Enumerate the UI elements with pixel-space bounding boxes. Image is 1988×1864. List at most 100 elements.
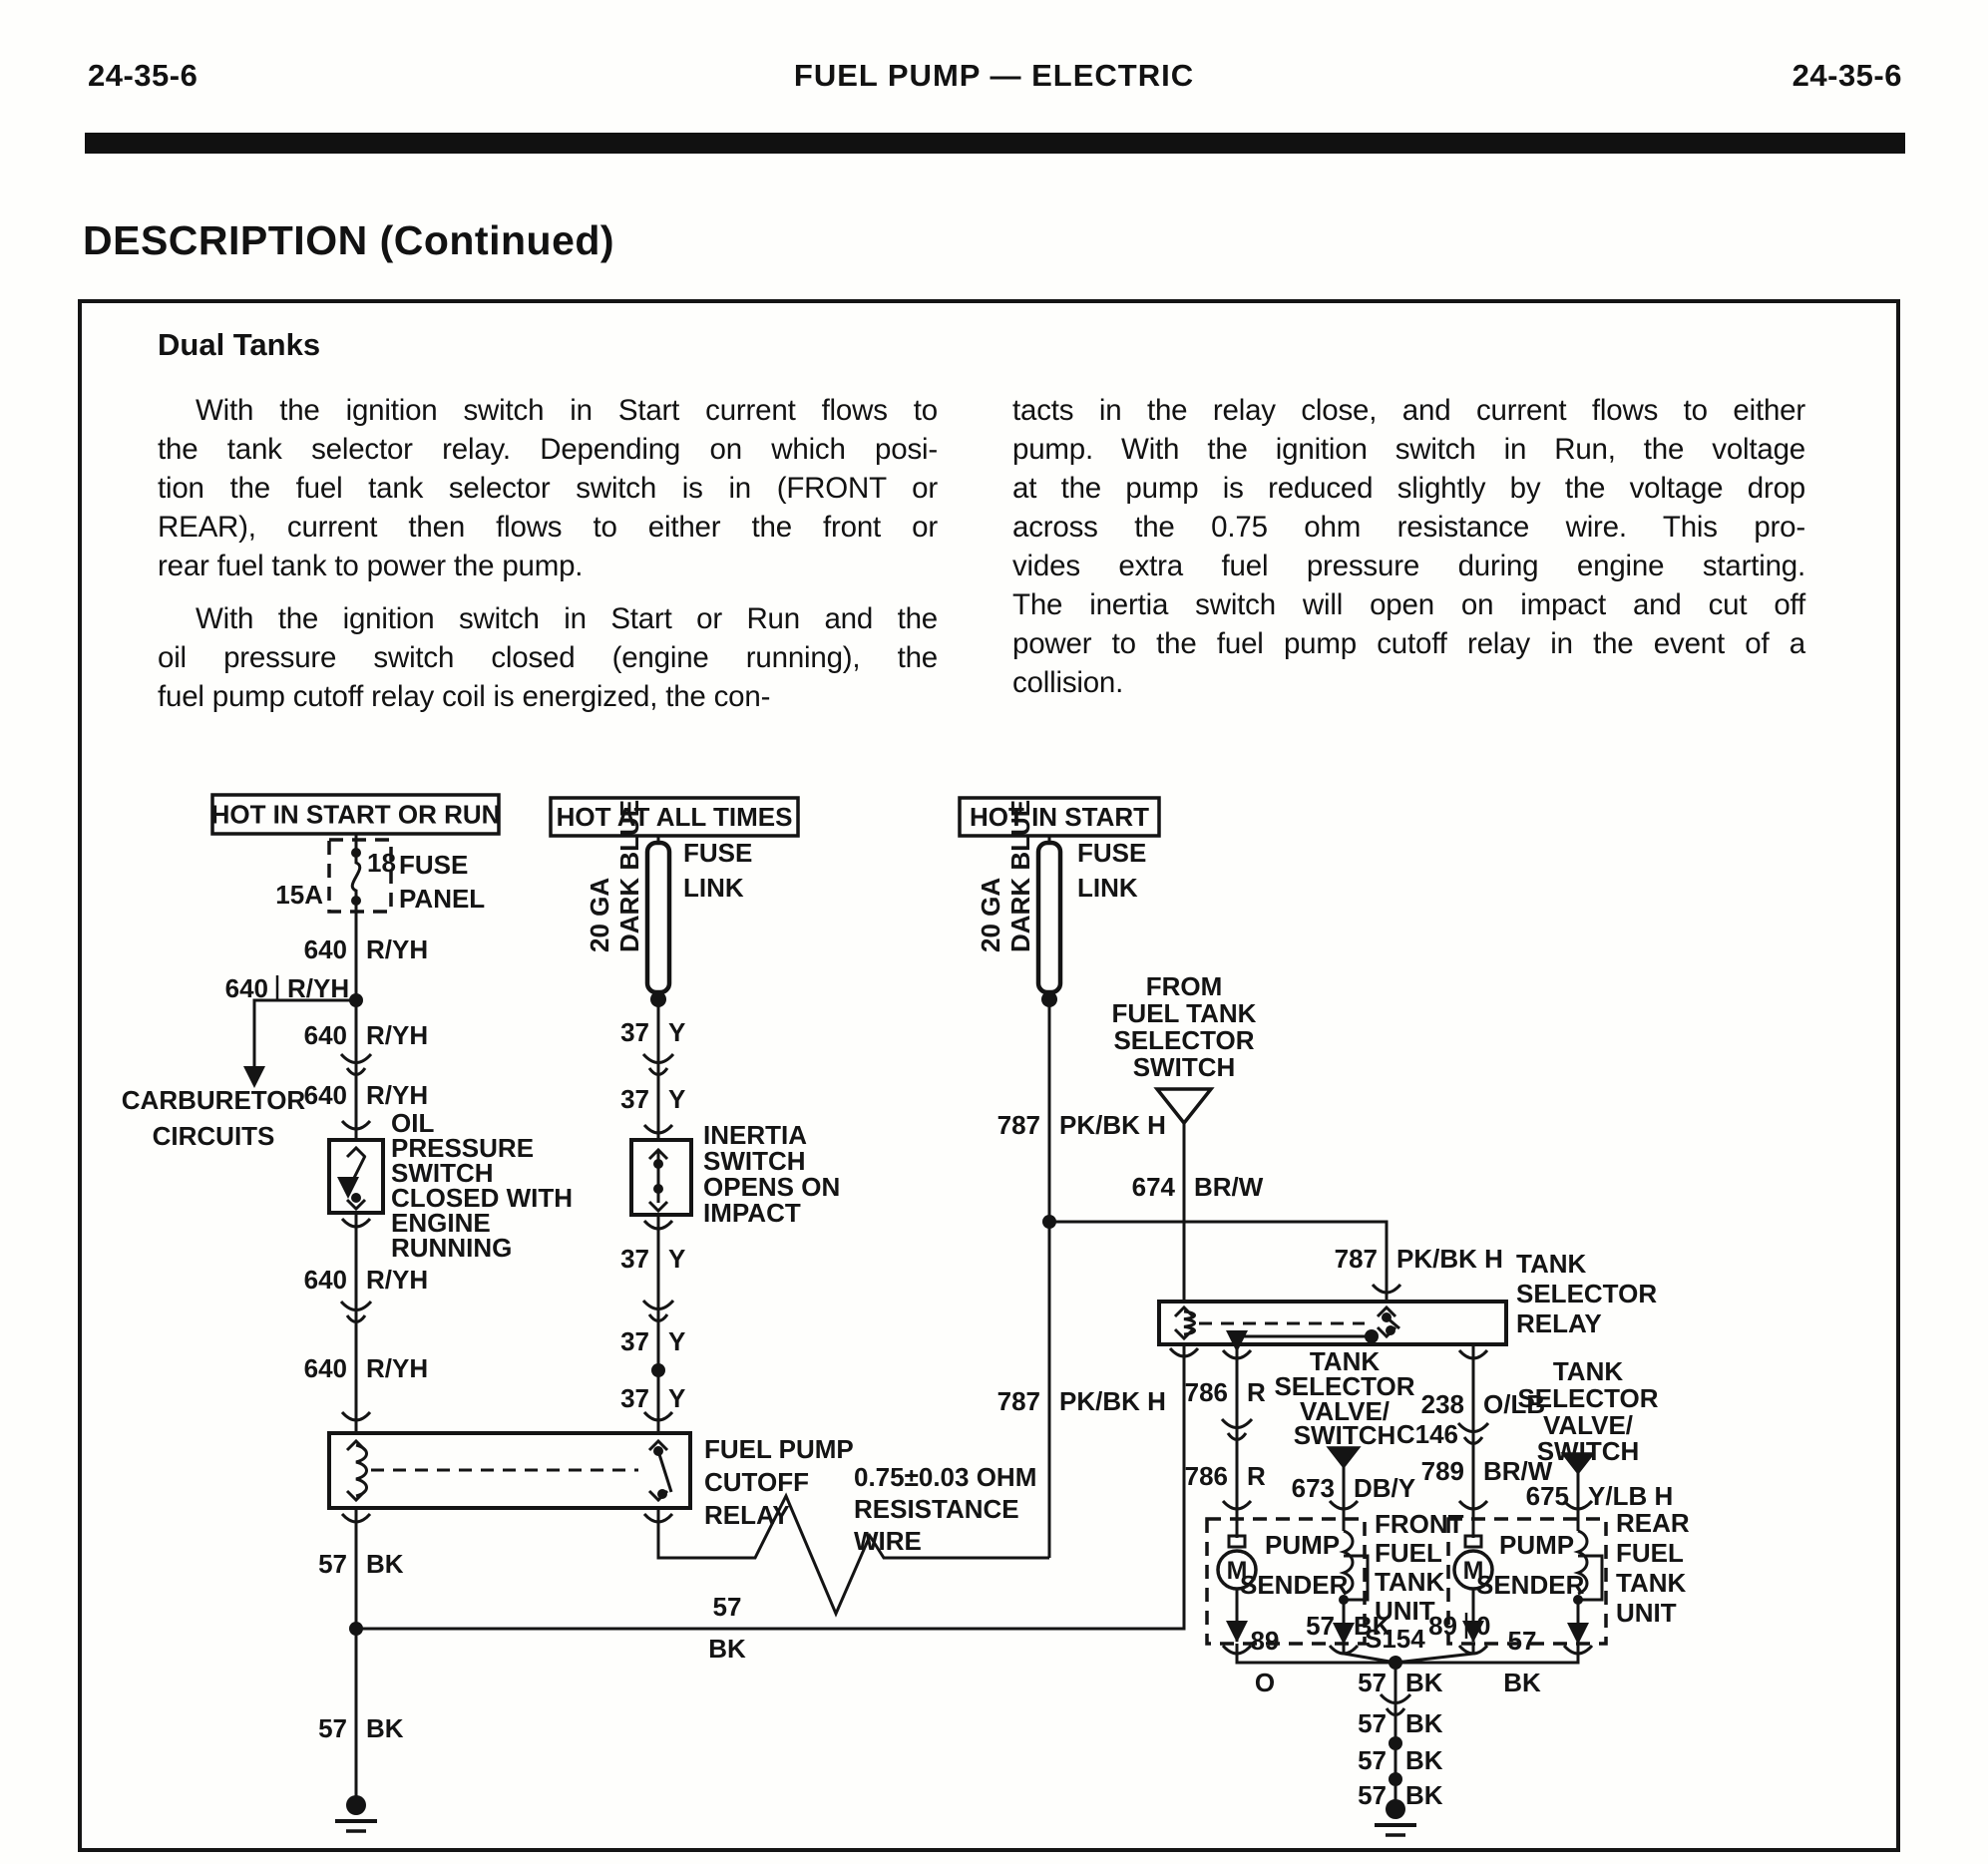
wire-color-label: BK bbox=[1405, 1668, 1443, 1697]
text-column-right: tacts in the relay close, and current fl… bbox=[1012, 391, 1805, 702]
wire-number-label: 789 bbox=[1421, 1456, 1464, 1486]
junction-dot bbox=[650, 991, 666, 1007]
junction-dot bbox=[1365, 1329, 1379, 1343]
diagram-label: SENDER bbox=[1240, 1570, 1349, 1600]
wire-color-label: DB/Y bbox=[1354, 1473, 1415, 1503]
content-border-box bbox=[78, 299, 1900, 1852]
wire-number-label: 57 bbox=[1358, 1708, 1387, 1738]
diagram-label: CLOSED WITH bbox=[391, 1183, 573, 1213]
off-page-connector-icon bbox=[1560, 1452, 1596, 1475]
power-source-label: HOT AT ALL TIMES bbox=[557, 802, 793, 832]
wire bbox=[1395, 1644, 1580, 1665]
wire-number-label: 57 bbox=[318, 1713, 347, 1743]
diagram-label: PANEL bbox=[399, 884, 485, 914]
paragraph-line: the tank selector relay. Depending on wh… bbox=[158, 433, 938, 466]
diagram-label: OIL bbox=[391, 1108, 434, 1138]
wire-color-label: PK/BK H bbox=[1059, 1110, 1166, 1140]
arrowhead-icon bbox=[647, 1438, 669, 1452]
arrowhead-icon bbox=[1567, 1623, 1589, 1645]
wire-number-label: 37 bbox=[620, 1084, 649, 1114]
diagram-label: 18 bbox=[367, 848, 396, 878]
paragraph-line: vides extra fuel pressure during engine … bbox=[1012, 550, 1805, 582]
junction-dot bbox=[1389, 1736, 1402, 1750]
wire bbox=[1049, 1220, 1389, 1302]
arrowhead-icon bbox=[345, 1198, 367, 1212]
wire-number-label: 675 bbox=[1526, 1481, 1569, 1511]
diagram-label: FUEL TANK bbox=[1112, 998, 1257, 1028]
connector-icon bbox=[1226, 1432, 1248, 1441]
fuse-link-icon bbox=[1035, 840, 1063, 995]
diagram-label: TANK bbox=[1553, 1356, 1624, 1386]
connector-icon bbox=[339, 1052, 373, 1064]
wire-number-label: 57 bbox=[1358, 1745, 1387, 1775]
wire-color-label: R/YH bbox=[366, 934, 428, 964]
diagram-label: FRONT bbox=[1375, 1509, 1464, 1539]
switch-contact bbox=[351, 1193, 361, 1203]
paragraph-line: fuel pump cutoff relay coil is energized… bbox=[158, 680, 771, 713]
fuse-icon bbox=[350, 850, 362, 904]
diagram-label: FUSE bbox=[399, 850, 468, 880]
diagram-label: TANK bbox=[1516, 1249, 1587, 1279]
motor-letter: M bbox=[1227, 1557, 1248, 1585]
diagram-label: 0.75±0.03 OHM bbox=[854, 1462, 1036, 1492]
diagram-label: 15A bbox=[275, 880, 323, 910]
wire-number-label: 786 bbox=[1185, 1461, 1228, 1491]
wire-color-label: BK bbox=[366, 1713, 404, 1743]
wire-color-label: BK bbox=[1405, 1780, 1443, 1810]
arrowhead-icon bbox=[243, 1066, 265, 1088]
arrowhead-icon bbox=[1226, 1621, 1248, 1643]
diagram-label: VALVE/ bbox=[1543, 1410, 1633, 1440]
diagram-label: FUEL bbox=[1375, 1538, 1442, 1568]
wire-color-label: BK bbox=[1405, 1708, 1443, 1738]
wire bbox=[252, 998, 356, 1071]
wire-number-label: 640 bbox=[304, 1080, 347, 1110]
diagram-label: C146 bbox=[1396, 1419, 1458, 1449]
pin-connector-icon bbox=[1457, 1499, 1489, 1511]
diagram-label: PUMP bbox=[1499, 1530, 1574, 1560]
paragraph-line: power to the fuel pump cutoff relay in t… bbox=[1012, 627, 1805, 660]
wire-number-label: 640 bbox=[304, 1020, 347, 1050]
diagram-label: CARBURETOR bbox=[122, 1085, 306, 1115]
diagram-label: S154 bbox=[1365, 1624, 1425, 1654]
diagram-label: 20 GA bbox=[976, 878, 1005, 952]
pin-connector-icon bbox=[642, 1219, 674, 1231]
junction-dot bbox=[1389, 1656, 1402, 1670]
wire-number-label: 787 bbox=[997, 1110, 1040, 1140]
power-source-label: HOT IN START bbox=[970, 802, 1149, 832]
arrowhead-icon bbox=[1376, 1305, 1397, 1318]
diagram-label: RELAY bbox=[704, 1500, 790, 1530]
diagram-label: SWITCH bbox=[1537, 1436, 1640, 1466]
wire-number-label: 89 bbox=[1251, 1626, 1280, 1656]
component-box bbox=[1157, 1300, 1508, 1346]
wire bbox=[656, 1492, 1049, 1618]
ground-icon bbox=[346, 1795, 366, 1815]
pin-connector-icon bbox=[642, 1410, 674, 1422]
pin-connector-icon bbox=[1221, 1348, 1253, 1360]
wire-number-label: 57 bbox=[1358, 1780, 1387, 1810]
diagram-label: TANK bbox=[1375, 1567, 1445, 1597]
junction-dot bbox=[1042, 1215, 1056, 1229]
switch-arm bbox=[1386, 1315, 1400, 1330]
diagram-label: FUSE bbox=[683, 838, 752, 868]
switch-contact bbox=[653, 1184, 663, 1194]
connector-icon bbox=[345, 1314, 367, 1323]
pin-connector-icon bbox=[642, 1123, 674, 1135]
section-title: DESCRIPTION (Continued) bbox=[83, 217, 615, 263]
wire-number-label: 640 bbox=[225, 973, 268, 1003]
diagram-label: DARK BLUE bbox=[614, 800, 644, 952]
wire-number-label: 786 bbox=[1185, 1377, 1228, 1407]
power-source-label: HOT IN START OR RUN bbox=[211, 800, 501, 830]
motor-cap bbox=[1463, 1534, 1483, 1549]
connector-icon bbox=[339, 1300, 373, 1311]
wire-color-label: PK/BK H bbox=[1396, 1244, 1503, 1274]
diagram-label: PUMP bbox=[1265, 1530, 1340, 1560]
power-source-box bbox=[958, 796, 1161, 838]
wire-color-label: Y/LB H bbox=[1588, 1481, 1673, 1511]
subsection-title: Dual Tanks bbox=[158, 327, 321, 362]
pin-connector-icon bbox=[1221, 1499, 1253, 1511]
component-box bbox=[327, 1138, 385, 1215]
connector-icon bbox=[641, 1052, 675, 1064]
connector-icon bbox=[647, 1313, 669, 1322]
arrowhead-icon bbox=[1462, 1621, 1484, 1643]
arrowhead-icon bbox=[647, 1147, 669, 1161]
